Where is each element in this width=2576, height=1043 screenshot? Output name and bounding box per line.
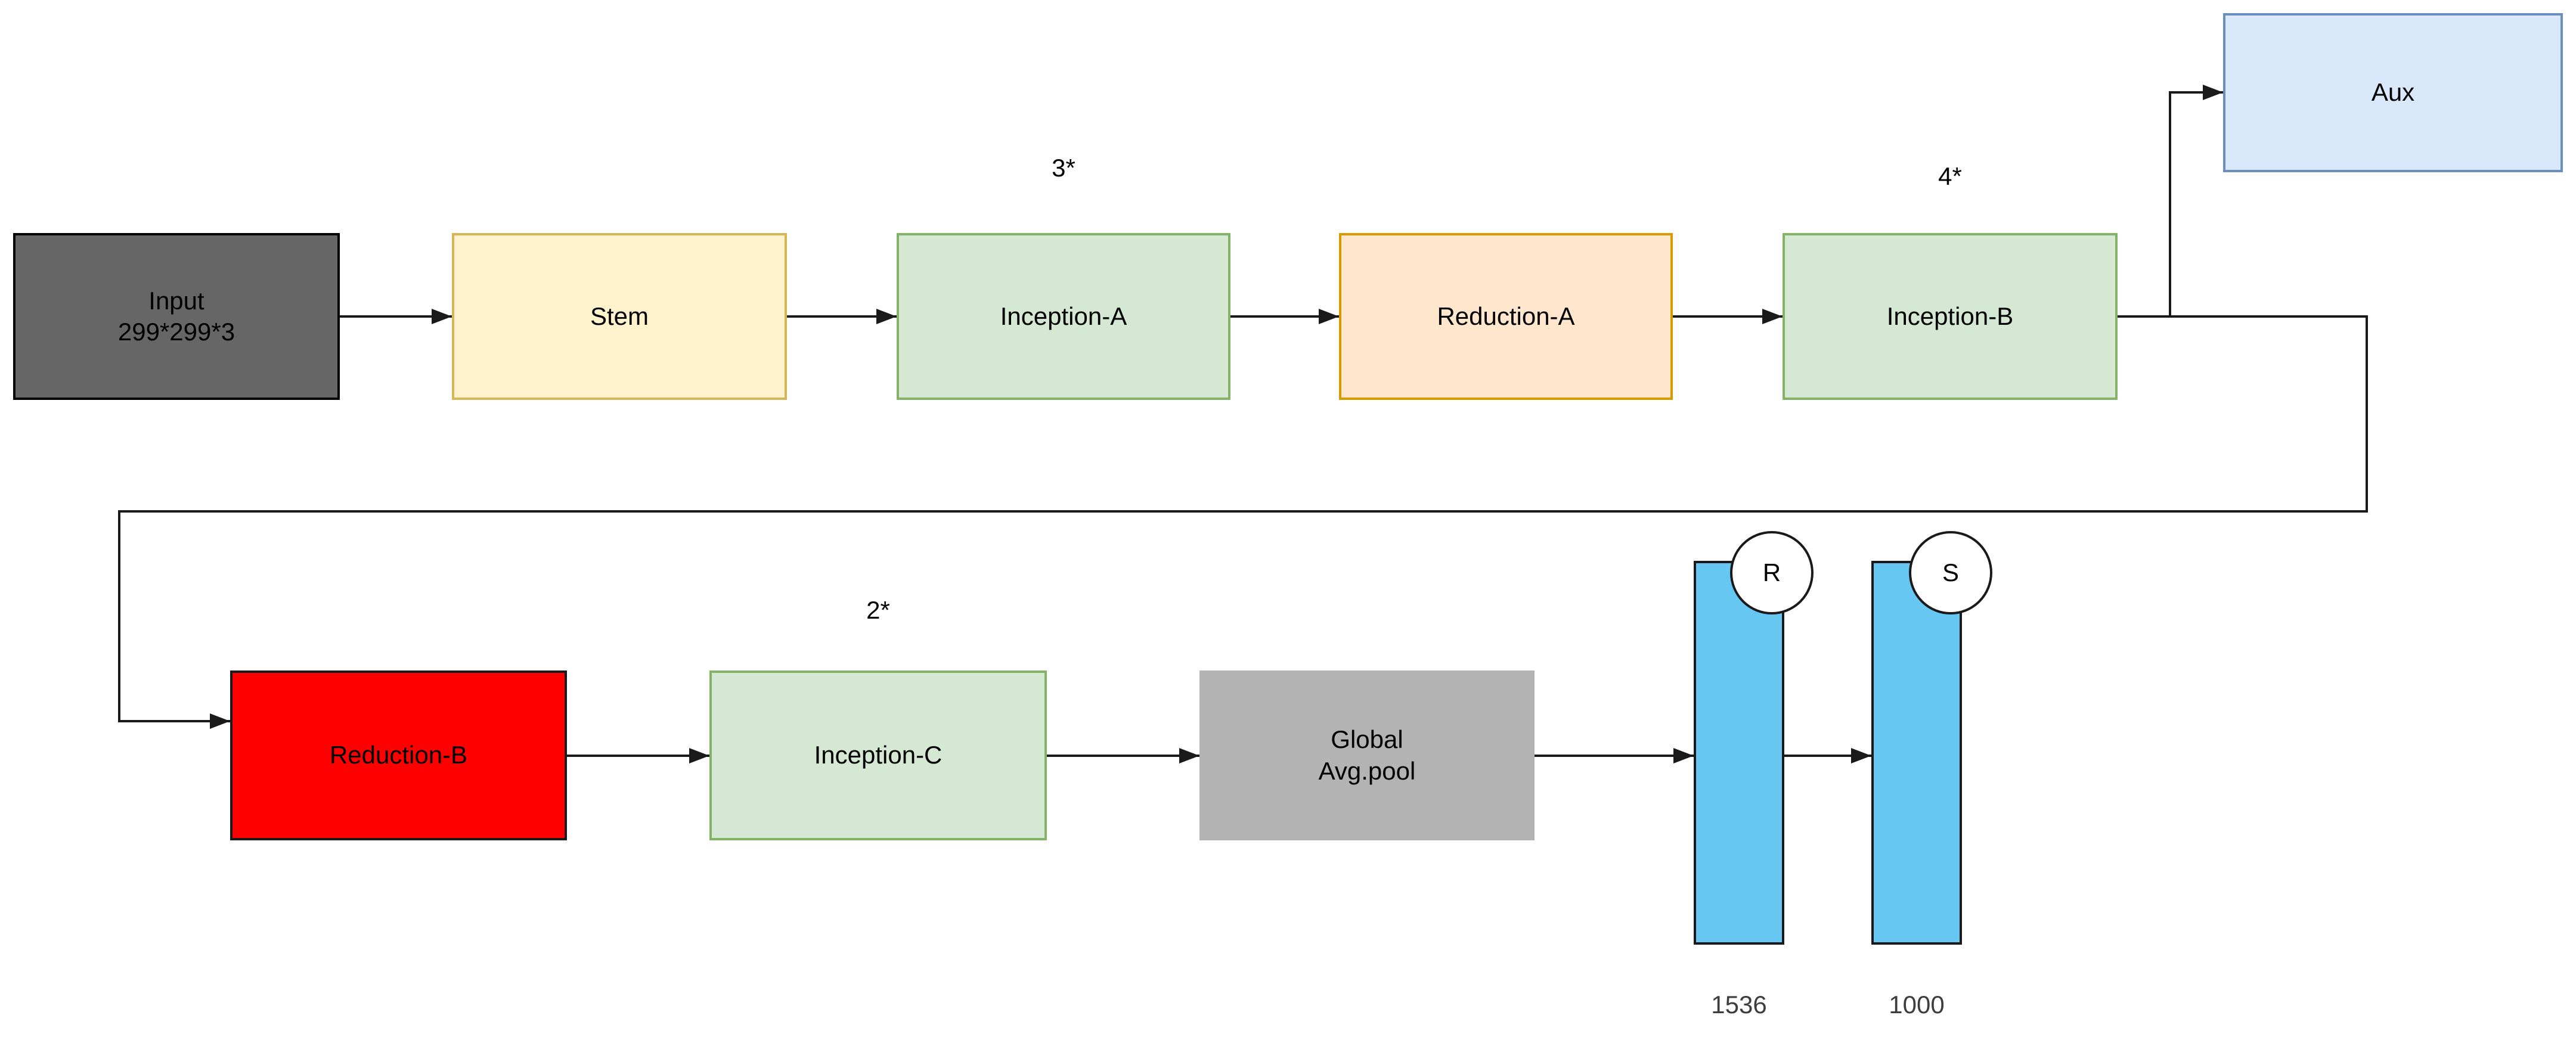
- node-global-avg-pool: Global Avg.pool: [1199, 670, 1535, 840]
- node-reduction-a: Reduction-A: [1339, 233, 1673, 400]
- fc-bar-1000: [1871, 561, 1962, 945]
- node-aux-label: Aux: [2371, 78, 2415, 107]
- softmax-badge-circle: S: [1909, 531, 1992, 614]
- connector-inception-b-to-reduction-b: [118, 315, 2368, 729]
- softmax-badge-letter: S: [1942, 558, 1959, 586]
- node-inception-b-label: Inception-B: [1886, 302, 2014, 330]
- fc-bar-1536: [1694, 561, 1784, 945]
- node-reduction-a-label: Reduction-A: [1437, 302, 1575, 330]
- fc-1000-size-label: 1000: [1889, 991, 1945, 1019]
- relu-badge-circle: R: [1730, 531, 1814, 614]
- node-stem: Stem: [452, 233, 787, 400]
- node-input-label: Input 299*299*3: [117, 286, 235, 346]
- inception-a-multiplier: 3*: [1052, 154, 1075, 182]
- fc-1536-size-label: 1536: [1711, 991, 1767, 1019]
- node-reduction-b: Reduction-B: [230, 670, 567, 840]
- node-global-avg-pool-label: Global Avg.pool: [1318, 725, 1416, 785]
- node-inception-c: Inception-C: [709, 670, 1047, 840]
- inception-c-multiplier: 2*: [866, 596, 890, 624]
- relu-badge-letter: R: [1762, 558, 1781, 586]
- inception-b-multiplier: 4*: [1938, 162, 1962, 190]
- node-reduction-b-label: Reduction-B: [329, 741, 468, 769]
- arrow-branch-to-aux: [2169, 85, 2223, 316]
- node-aux: Aux: [2223, 13, 2563, 172]
- node-inception-c-label: Inception-C: [814, 741, 943, 769]
- node-stem-label: Stem: [590, 302, 649, 330]
- node-inception-a: Inception-A: [897, 233, 1230, 400]
- node-inception-b: Inception-B: [1783, 233, 2118, 400]
- node-input: Input 299*299*3: [13, 233, 340, 400]
- node-inception-a-label: Inception-A: [1000, 302, 1127, 330]
